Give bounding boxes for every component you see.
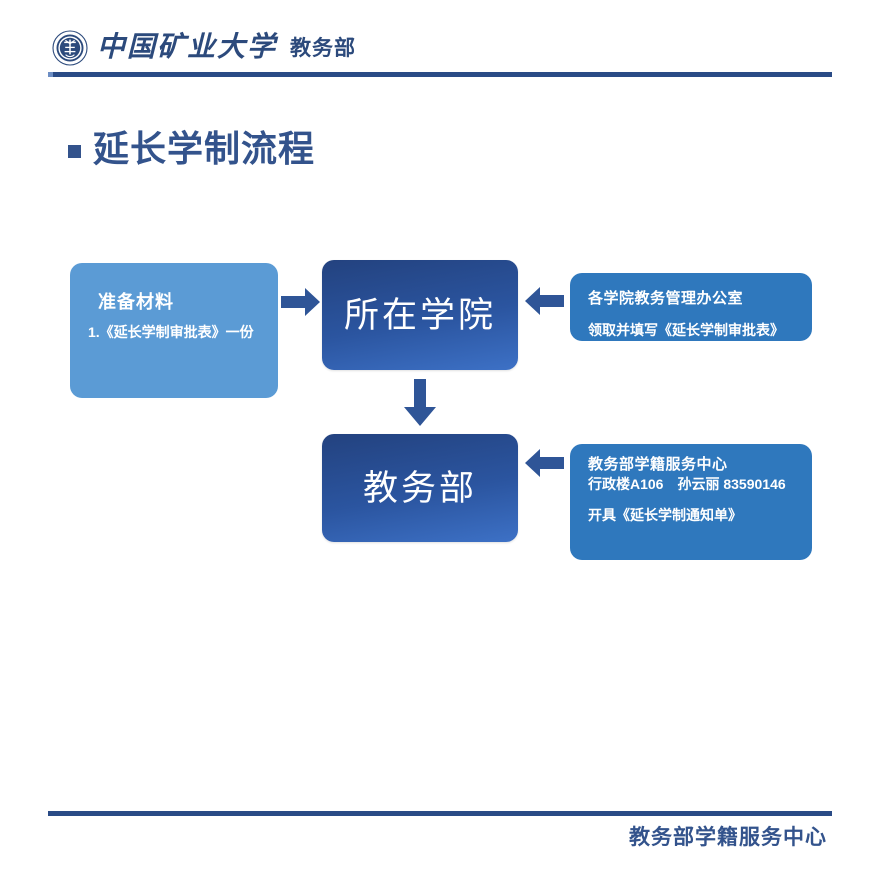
university-name: 中国矿业大学 bbox=[97, 32, 278, 63]
node-academic-affairs-label: 教务部 bbox=[362, 468, 477, 508]
node-prepare-heading: 准备材料 bbox=[98, 292, 174, 312]
arrow-right-icon bbox=[281, 287, 321, 317]
arrow-down-icon bbox=[403, 379, 437, 427]
node-college-label: 所在学院 bbox=[343, 295, 496, 335]
footer-divider bbox=[48, 811, 832, 816]
node-academic-affairs: 教务部 bbox=[322, 434, 518, 542]
node-service-subheading: 行政楼A106 孙云丽 83590146 bbox=[588, 476, 786, 493]
arrow-left-icon-top bbox=[524, 286, 564, 316]
node-academic-office: 各学院教务管理办公室 领取并填写《延长学制审批表》 bbox=[570, 273, 812, 341]
header-divider bbox=[48, 72, 832, 77]
arrow-left-icon-bottom bbox=[524, 448, 564, 478]
brand-lockup: 中国矿业大学 教务部 bbox=[52, 26, 356, 70]
node-service-heading: 教务部学籍服务中心 bbox=[588, 456, 728, 473]
slide-header: 中国矿业大学 教务部 bbox=[0, 0, 875, 78]
node-prepare-detail: 1.《延长学制审批表》一份 bbox=[88, 324, 254, 341]
page-title: 延长学制流程 bbox=[68, 130, 315, 168]
node-academic-office-detail: 领取并填写《延长学制审批表》 bbox=[588, 322, 784, 339]
node-academic-office-heading: 各学院教务管理办公室 bbox=[588, 290, 744, 307]
node-service-detail: 开具《延长学制通知单》 bbox=[588, 507, 742, 524]
department-name: 教务部 bbox=[290, 36, 357, 60]
node-registry-service-center: 教务部学籍服务中心 行政楼A106 孙云丽 83590146 开具《延长学制通知… bbox=[570, 444, 812, 560]
node-college: 所在学院 bbox=[322, 260, 518, 370]
node-prepare-materials: 准备材料 1.《延长学制审批表》一份 bbox=[70, 263, 278, 398]
page-title-text: 延长学制流程 bbox=[93, 128, 316, 169]
square-bullet-icon bbox=[68, 145, 81, 159]
footer-text: 教务部学籍服务中心 bbox=[629, 826, 827, 849]
university-crest-icon bbox=[52, 30, 88, 66]
